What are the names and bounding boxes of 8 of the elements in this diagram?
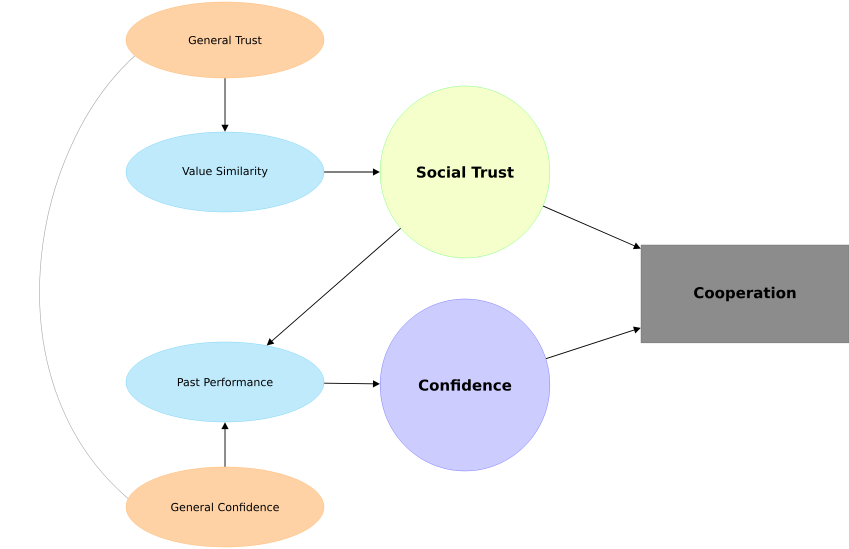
circle-node: Confidence <box>380 298 550 472</box>
connector-line <box>40 56 136 499</box>
oval-node: Past Performance <box>126 342 324 422</box>
oval-node: General Trust <box>126 2 324 78</box>
process-box: Cooperation <box>640 244 849 344</box>
circle-node: Social Trust <box>380 86 550 258</box>
oval-node: General Confidence <box>126 466 324 548</box>
oval-node: Value Similarity <box>126 132 324 212</box>
